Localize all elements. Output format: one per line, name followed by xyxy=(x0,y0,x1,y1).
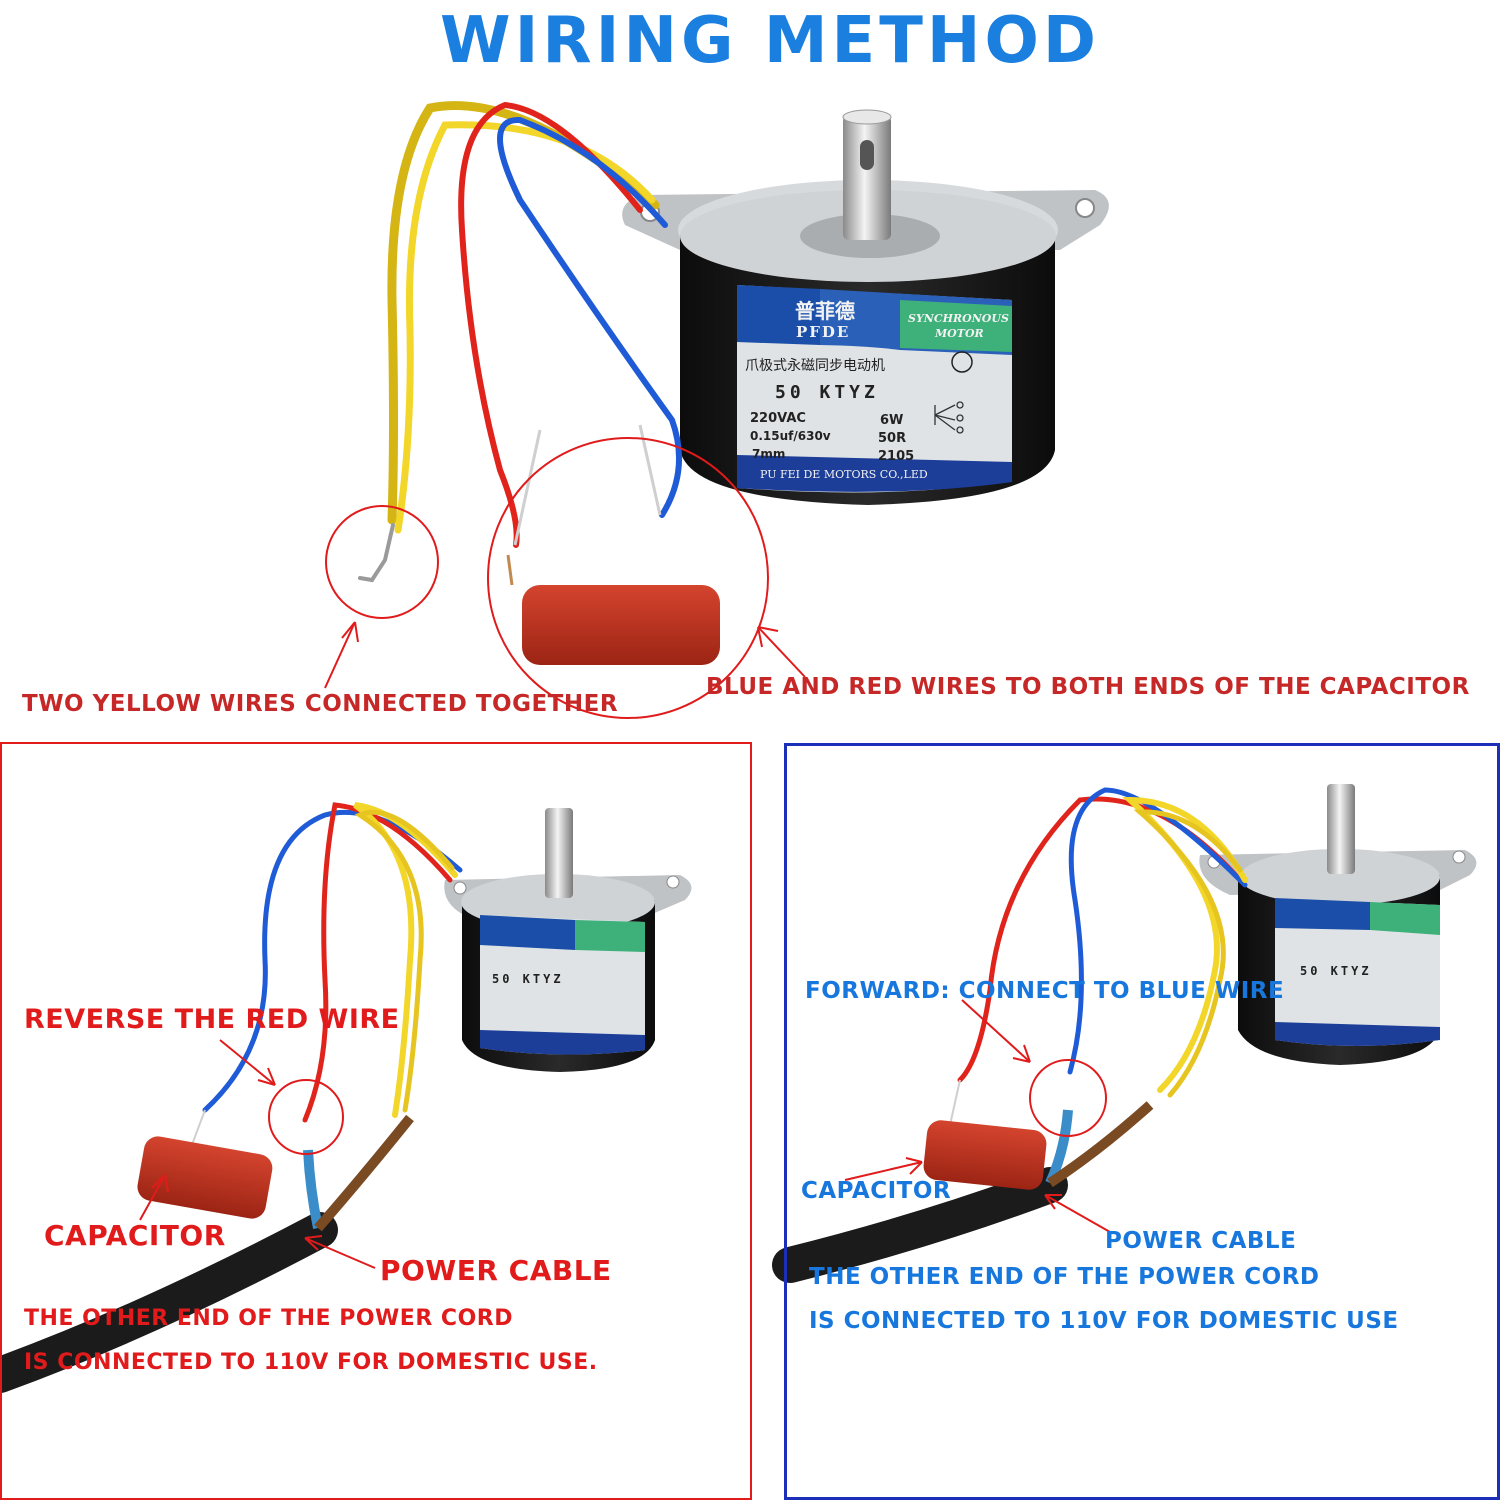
arrow-reverse xyxy=(219,1039,276,1086)
switch-diagram-icon xyxy=(934,401,964,434)
motor-spec-speed: 50R xyxy=(878,431,906,446)
top-motor: 普菲德 PFDE SYNCHRONOUS MOTOR 爪极式永磁同步电动机 50… xyxy=(622,109,1109,505)
motor-cn-desc: 爪极式永磁同步电动机 xyxy=(745,358,885,374)
yellow-wire xyxy=(354,809,455,1113)
yellow-wire xyxy=(1122,796,1248,1093)
red-wire xyxy=(302,802,453,1123)
top-wires xyxy=(358,101,683,583)
motor-maker: PU FEI DE MOTORS CO.,LED xyxy=(760,468,928,481)
motor-model: 50 KTYZ xyxy=(775,382,879,403)
motor-spec-power: 6W xyxy=(880,413,903,428)
page-title: WIRING METHOD xyxy=(439,4,1101,78)
right-wires xyxy=(957,787,1248,1098)
red-wire xyxy=(458,101,643,548)
left-power-cable xyxy=(0,1114,414,1393)
right-callouts xyxy=(844,999,1111,1233)
capacitor-label: CAPACITOR xyxy=(801,1178,952,1204)
reverse-heading: REVERSE THE RED WIRE xyxy=(24,1004,400,1035)
right-motor: 50 KTYZ xyxy=(1199,784,1477,1065)
power-cord-note-line1: THE OTHER END OF THE POWER CORD xyxy=(24,1306,513,1331)
capacitor-label: CAPACITOR xyxy=(44,1219,226,1252)
motor-spec-code: 2105 xyxy=(878,449,914,464)
yellow-wire xyxy=(394,121,656,534)
forward-heading: FORWARD: CONNECT TO BLUE WIRE xyxy=(805,978,1285,1004)
top-callouts xyxy=(324,437,806,719)
reverse-panel: REVERSE THE RED WIRE CAPACITOR POWER CAB… xyxy=(0,742,752,1500)
motor-brand: PFDE xyxy=(796,323,850,341)
red-wire-highlight xyxy=(268,1079,344,1155)
power-cable-label: POWER CABLE xyxy=(1105,1228,1297,1254)
capacitor-wires-caption: BLUE AND RED WIRES TO BOTH ENDS OF THE C… xyxy=(706,674,1470,700)
arrow-capacitor-right xyxy=(844,1157,923,1181)
arrow-forward xyxy=(961,999,1031,1063)
top-capacitor xyxy=(506,424,720,665)
motor-type-line1: SYNCHRONOUS xyxy=(908,312,1009,325)
motor-brand-cn: 普菲德 xyxy=(795,299,855,323)
motor-spec-cap: 0.15uf/630v xyxy=(750,429,831,443)
forward-panel: FORWARD: CONNECT TO BLUE WIRE CAPACITOR … xyxy=(784,743,1500,1500)
blue-wire xyxy=(497,116,683,518)
left-wires xyxy=(202,802,463,1123)
arrow-capacitor-left xyxy=(139,1174,169,1221)
left-callouts xyxy=(139,1039,376,1269)
power-cable-label: POWER CABLE xyxy=(380,1254,612,1287)
left-motor-model: 50 KTYZ xyxy=(492,972,564,986)
arrow-yellow xyxy=(324,621,359,689)
arrow-power-cable-right xyxy=(1044,1194,1111,1233)
power-cord-note-line1: THE OTHER END OF THE POWER CORD xyxy=(809,1264,1320,1290)
power-cord-note-line2: IS CONNECTED TO 110V FOR DOMESTIC USE. xyxy=(24,1350,598,1375)
yellow-wires-caption: TWO YELLOW WIRES CONNECTED TOGETHER xyxy=(22,691,619,717)
motor-shaft xyxy=(843,115,891,240)
right-motor-model: 50 KTYZ xyxy=(1300,964,1372,978)
mount-hole xyxy=(1075,198,1095,218)
right-capacitor xyxy=(923,1079,1047,1190)
motor-spec-shaft: 7mm xyxy=(752,447,785,461)
right-power-cable xyxy=(772,1101,1154,1283)
blue-wire-highlight xyxy=(1029,1059,1107,1137)
motor-type-line2: MOTOR xyxy=(934,327,984,340)
arrow-capacitor xyxy=(757,626,806,678)
motor-spec-voltage: 220VAC xyxy=(750,411,806,426)
power-cord-note-line2: IS CONNECTED TO 110V FOR DOMESTIC USE xyxy=(809,1308,1399,1334)
left-capacitor xyxy=(137,1109,273,1219)
capacitor-highlight xyxy=(487,437,769,719)
ccc-mark-icon xyxy=(951,351,973,373)
yellow-wire xyxy=(1133,809,1243,1098)
left-motor: 50 KTYZ xyxy=(444,808,692,1072)
yellow-junction-highlight xyxy=(325,505,439,619)
arrow-power-cable-left xyxy=(304,1235,376,1269)
